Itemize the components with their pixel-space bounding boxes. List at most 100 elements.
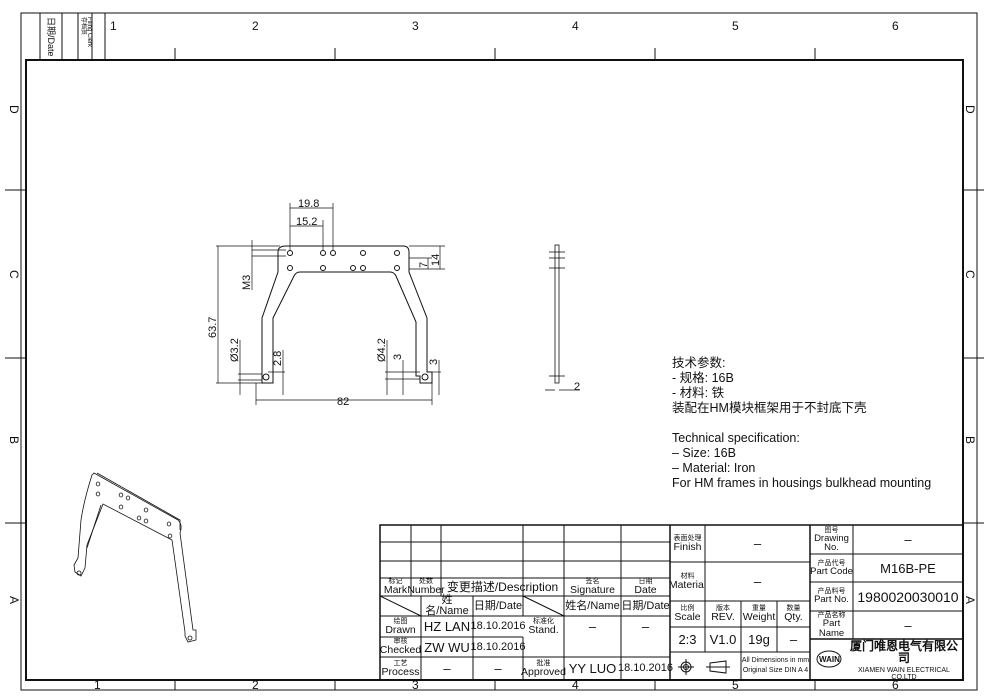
material-value: – — [753, 574, 762, 589]
weight-cn: 重量 — [752, 605, 766, 613]
dims-note-size: Original Size DIN A 4 — [742, 667, 809, 674]
projection-symbol-icon — [678, 659, 730, 675]
note-cn-material: - 材料: 铁 — [672, 386, 725, 400]
filing-box — [39, 13, 106, 60]
checked-name: ZW WU — [424, 639, 470, 655]
dimensions-note: All Dimensions in mm Original Size DIN A … — [741, 652, 810, 680]
dim-7: 7 — [418, 262, 430, 268]
process-name: – — [443, 661, 451, 676]
part-name-value: – — [904, 617, 912, 633]
checked-cn: 审核 — [393, 638, 408, 646]
description-header: 变更描述/Description — [441, 578, 564, 596]
finish-cn: 表面处理 — [673, 534, 702, 542]
outer-border — [20, 12, 978, 691]
note-en-size: – Size: 16B — [672, 446, 736, 460]
dim-82: 82 — [337, 396, 349, 408]
rev-cn: 版本 — [716, 605, 730, 613]
finish-value: – — [753, 536, 762, 551]
rev-en: REV. — [711, 611, 735, 624]
note-en-usage: For HM frames in housings bulkhead mount… — [672, 476, 932, 490]
zone-row-a-right: A — [963, 596, 977, 604]
drawing-no-value: – — [904, 532, 912, 547]
filing-clerk-label-en: Filing Clerk — [86, 17, 92, 48]
note-cn-usage: 装配在HM模块框架用于不封底下壳 — [672, 401, 867, 415]
number-en: Number — [407, 584, 445, 597]
zone-row-c: C — [7, 270, 21, 279]
part-name-en: Part Name — [818, 618, 845, 639]
front-view: 19.8 15.2 M3 7 14 63.7 Ø3.2 2.8 Ø4.2 3 3… — [207, 198, 445, 408]
note-cn-size: - 规格: 16B — [672, 371, 734, 385]
company-info: 厦门唯恩电气有限公司 XIAMEN WAIN ELECTRICAL CO.LTD — [845, 638, 963, 681]
dim-2-8: 2.8 — [272, 351, 284, 366]
date-column-header: 日期/Date — [473, 599, 523, 612]
qty-cn: 数量 — [786, 605, 801, 613]
zone-row-d-right: D — [963, 105, 977, 114]
zone-col-1: 1 — [110, 19, 117, 33]
technical-notes: 技术参数: - 规格: 16B - 材料: 铁 装配在HM模块框架用于不封底下壳… — [672, 356, 931, 491]
approved-name: YY LUO — [568, 661, 617, 676]
dim-19-8: 19.8 — [298, 198, 319, 210]
dimension-lines — [216, 203, 445, 405]
zone-col-4: 4 — [572, 19, 579, 33]
name-column-header-2: 姓名/Name — [565, 599, 620, 612]
company-name-cn: 厦门唯恩电气有限公司 — [849, 638, 958, 665]
dim-dia-3-2: Ø3.2 — [229, 338, 241, 362]
drawing-no-en: Drawing No. — [814, 532, 849, 553]
description-label: 变更描述/Description — [446, 580, 559, 594]
part-no-en: Part No. — [814, 594, 849, 606]
zone-row-b: B — [7, 436, 21, 444]
finish-en: Finish — [673, 540, 702, 553]
note-cn-heading: 技术参数: — [672, 356, 726, 370]
drawn-name: HZ LAN — [423, 619, 471, 634]
checked-en: Checked — [379, 644, 422, 657]
zone-col-5-bottom: 5 — [732, 678, 739, 692]
name-column-header: 姓名/Name — [425, 594, 469, 617]
scale-en: Scale — [674, 611, 701, 624]
approved-en: Approved — [521, 665, 566, 678]
approved-cn: 批准 — [536, 659, 551, 667]
zone-col-1-bottom: 1 — [94, 678, 101, 692]
filing-clerk-label-cn: 存档员 — [80, 17, 88, 35]
wain-logo: WAIN — [816, 650, 842, 668]
zone-row-d: D — [7, 105, 21, 114]
dims-note-units: All Dimensions in mm — [741, 657, 810, 664]
stand-cn: 标准化 — [533, 617, 554, 625]
zone-row-c-right: C — [963, 270, 977, 279]
mounting-holes — [262, 250, 429, 381]
dim-3-right: 3 — [428, 359, 440, 365]
signature-cn: 签名 — [585, 578, 600, 586]
zone-row-a: A — [7, 596, 21, 604]
process-en: Process — [381, 665, 420, 678]
part-code-en: Part Code — [810, 565, 853, 577]
signature-en: Signature — [570, 584, 615, 597]
drawing-no-cn: 图号 — [824, 526, 839, 534]
company-name-en: XIAMEN WAIN ELECTRICAL CO.LTD — [858, 666, 950, 681]
date-column-header-2: 日期/Date — [621, 599, 670, 612]
wain-logo-text: WAIN — [819, 655, 840, 664]
dim-thickness: 2 — [574, 381, 580, 393]
dim-m3: M3 — [241, 275, 253, 290]
zone-col-6-bottom: 6 — [892, 678, 899, 692]
bracket-outline — [261, 245, 433, 384]
process-date: – — [494, 661, 502, 676]
process-cn: 工艺 — [393, 659, 408, 667]
zone-col-2: 2 — [252, 19, 259, 33]
drawn-cn: 绘图 — [393, 617, 408, 625]
weight-en: Weight — [742, 611, 776, 624]
number-cn: 处数 — [419, 578, 433, 586]
rev-value: V1.0 — [709, 632, 737, 647]
zone-ticks — [5, 48, 984, 690]
mark-en: Mark — [383, 584, 408, 597]
part-no-cn: 产品料号 — [817, 588, 846, 596]
dim-3-left: 3 — [392, 354, 404, 360]
